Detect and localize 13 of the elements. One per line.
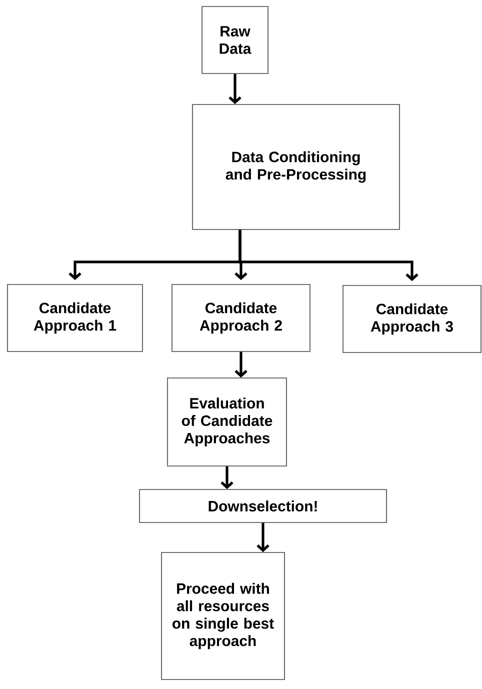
- arrow: [238, 230, 418, 282]
- arrow: [234, 352, 248, 378]
- arrow: [256, 522, 270, 552]
- process-box: Candidate Approach 2: [172, 284, 310, 352]
- arrow: [228, 74, 242, 104]
- process-box: Candidate Approach 3: [342, 285, 482, 353]
- process-box: Candidate Approach 1: [7, 284, 143, 352]
- arrow: [220, 466, 234, 490]
- process-box: Data Conditioning and Pre-Processing: [192, 104, 400, 230]
- process-box: Raw Data: [202, 6, 268, 74]
- process-box: Proceed with all resources on single best approach: [161, 552, 285, 680]
- process-box: Evaluation of Candidate Approaches: [167, 378, 287, 466]
- process-box: Downselection!: [139, 489, 387, 523]
